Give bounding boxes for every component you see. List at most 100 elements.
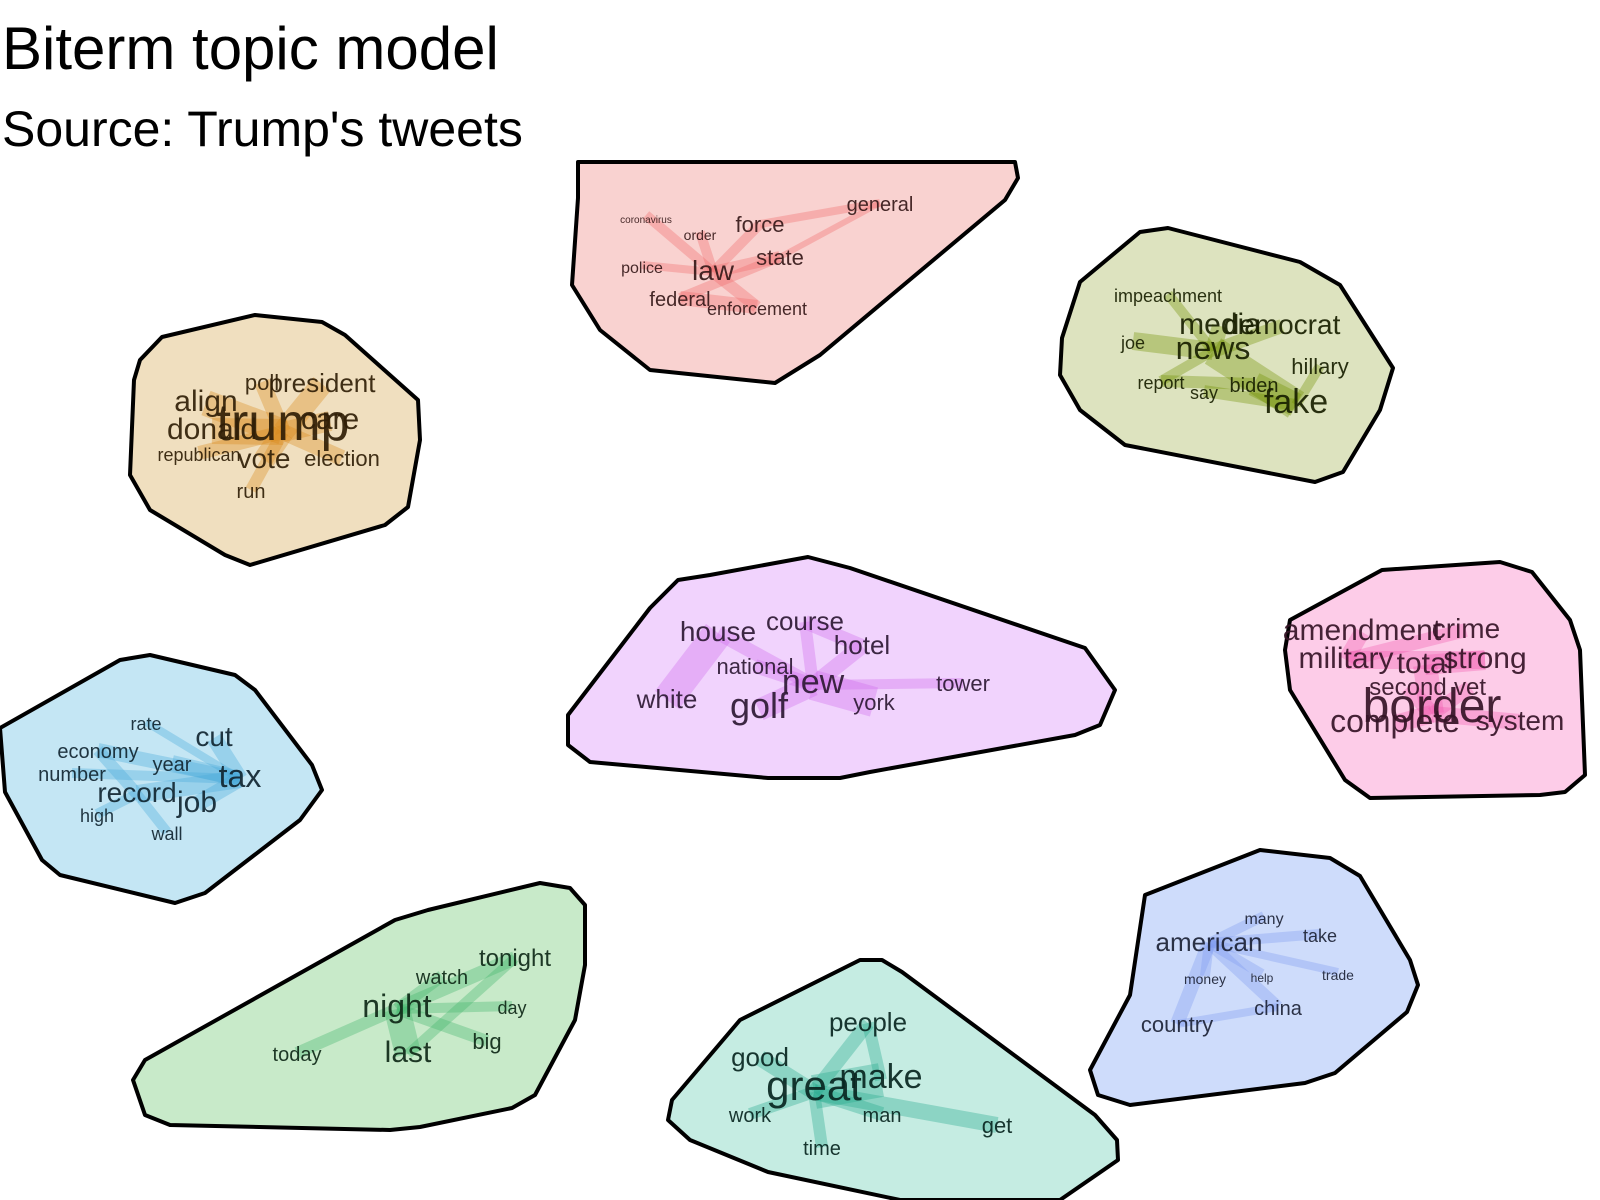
edge-american-money — [1200, 942, 1214, 977]
term-label-york: york — [853, 690, 896, 715]
edge-hotel-new — [808, 639, 867, 692]
edge-tax-record — [135, 770, 242, 803]
topic-edges-8 — [748, 1018, 999, 1148]
term-label-man: man — [863, 1105, 902, 1127]
edge-rate-tax — [143, 718, 243, 783]
edge-say-fake — [1203, 385, 1297, 411]
edge-trump-care — [280, 411, 333, 442]
edge-national-new — [752, 659, 816, 692]
term-label-wall: wall — [150, 824, 182, 844]
term-label-tax: tax — [219, 758, 262, 794]
edge-year-tax — [170, 755, 242, 787]
topic-hull-1 — [570, 160, 1020, 385]
term-label-joe: joe — [1120, 333, 1145, 353]
term-label-crime: crime — [1432, 613, 1500, 644]
edge-night-big — [394, 1003, 490, 1047]
term-label-take: take — [1303, 926, 1337, 946]
edge-police-law — [641, 261, 714, 276]
term-label-job: job — [176, 786, 217, 819]
term-label-care: care — [301, 403, 359, 436]
topic-hull-7 — [131, 881, 587, 1132]
edge-impeachment-news — [1164, 290, 1217, 355]
term-label-today: today — [273, 1044, 322, 1066]
term-label-media: media — [1179, 308, 1261, 341]
edge-tax-job — [192, 772, 245, 811]
topic-edges-9 — [1170, 911, 1339, 1028]
edge-many-american — [1206, 911, 1267, 948]
term-label-trump: trump — [217, 394, 350, 452]
term-label-president: president — [269, 368, 377, 398]
edge-joe-news — [1131, 332, 1215, 360]
term-label-course: course — [766, 606, 844, 636]
edge-great-man — [811, 1085, 885, 1121]
edge-great-work — [748, 1086, 816, 1120]
term-label-get: get — [982, 1113, 1013, 1138]
edge-number-tax — [71, 768, 241, 784]
topic-edges-2 — [1131, 290, 1325, 418]
edge-trump-run — [245, 429, 289, 493]
edge-night-last — [384, 1005, 421, 1058]
edge-total-border — [1413, 663, 1444, 716]
edge-new-golf — [754, 675, 818, 720]
term-label-complete: complete — [1330, 703, 1460, 739]
term-label-big: big — [472, 1029, 501, 1054]
term-label-police: police — [621, 260, 663, 277]
topic-edges-6 — [71, 718, 247, 836]
edge-house-white — [655, 623, 730, 710]
term-label-rate: rate — [130, 714, 161, 734]
edge-record-wall — [133, 790, 171, 836]
edge-watch-night — [393, 971, 446, 1014]
term-label-federal: federal — [649, 289, 710, 311]
edge-donald-trump — [211, 418, 284, 445]
term-label-time: time — [803, 1138, 841, 1160]
edge-hillary-fake — [1291, 363, 1325, 408]
term-label-hillary: hillary — [1291, 354, 1348, 379]
term-label-tower: tower — [936, 671, 990, 696]
term-label-great: great — [766, 1062, 862, 1109]
term-label-cut: cut — [195, 721, 233, 752]
term-label-make: make — [839, 1058, 922, 1096]
edge-great-get — [812, 1084, 999, 1133]
term-label-money: money — [1184, 971, 1226, 987]
term-label-tonight: tonight — [479, 945, 551, 972]
term-label-enforcement: enforcement — [707, 299, 807, 319]
edge-trump-vote — [254, 425, 293, 467]
edge-china-country — [1176, 1003, 1279, 1028]
edge-economy-tax — [96, 743, 242, 786]
term-label-help: help — [1251, 971, 1274, 985]
topic-hull-6 — [0, 653, 324, 905]
term-label-law: law — [692, 255, 735, 286]
term-label-new: new — [782, 663, 845, 701]
term-label-country: country — [1141, 1012, 1213, 1037]
term-label-national: national — [716, 654, 793, 679]
term-label-house: house — [680, 616, 756, 647]
edge-people-great — [808, 1018, 874, 1097]
edge-trump-election — [279, 424, 346, 466]
edge-record-high — [94, 789, 140, 819]
term-label-say: say — [1190, 383, 1218, 403]
edge-report-biden — [1160, 375, 1255, 390]
term-label-order: order — [684, 227, 717, 243]
edge-order-law — [695, 230, 718, 274]
term-label-force: force — [736, 212, 785, 237]
edge-general-state — [778, 200, 882, 260]
term-label-total: total — [1397, 647, 1454, 680]
topic-hull-8 — [666, 958, 1120, 1200]
topic-cluster-3: pollpresidentaligndonaldtrumpcarerepubli… — [128, 313, 422, 567]
edge-democrat-news — [1210, 319, 1285, 358]
term-label-strong: strong — [1443, 642, 1526, 675]
edge-law-enforcement — [709, 267, 761, 312]
term-label-system: system — [1476, 705, 1565, 736]
edge-amendment-military — [1339, 628, 1369, 664]
term-label-democrat: democrat — [1224, 309, 1341, 340]
edge-house-new — [714, 626, 817, 692]
term-label-biden: biden — [1230, 375, 1279, 397]
edge-night-today — [294, 1003, 400, 1059]
term-label-election: election — [304, 446, 380, 471]
edge-crime-military — [1344, 623, 1468, 667]
edge-night-day — [396, 1001, 513, 1014]
